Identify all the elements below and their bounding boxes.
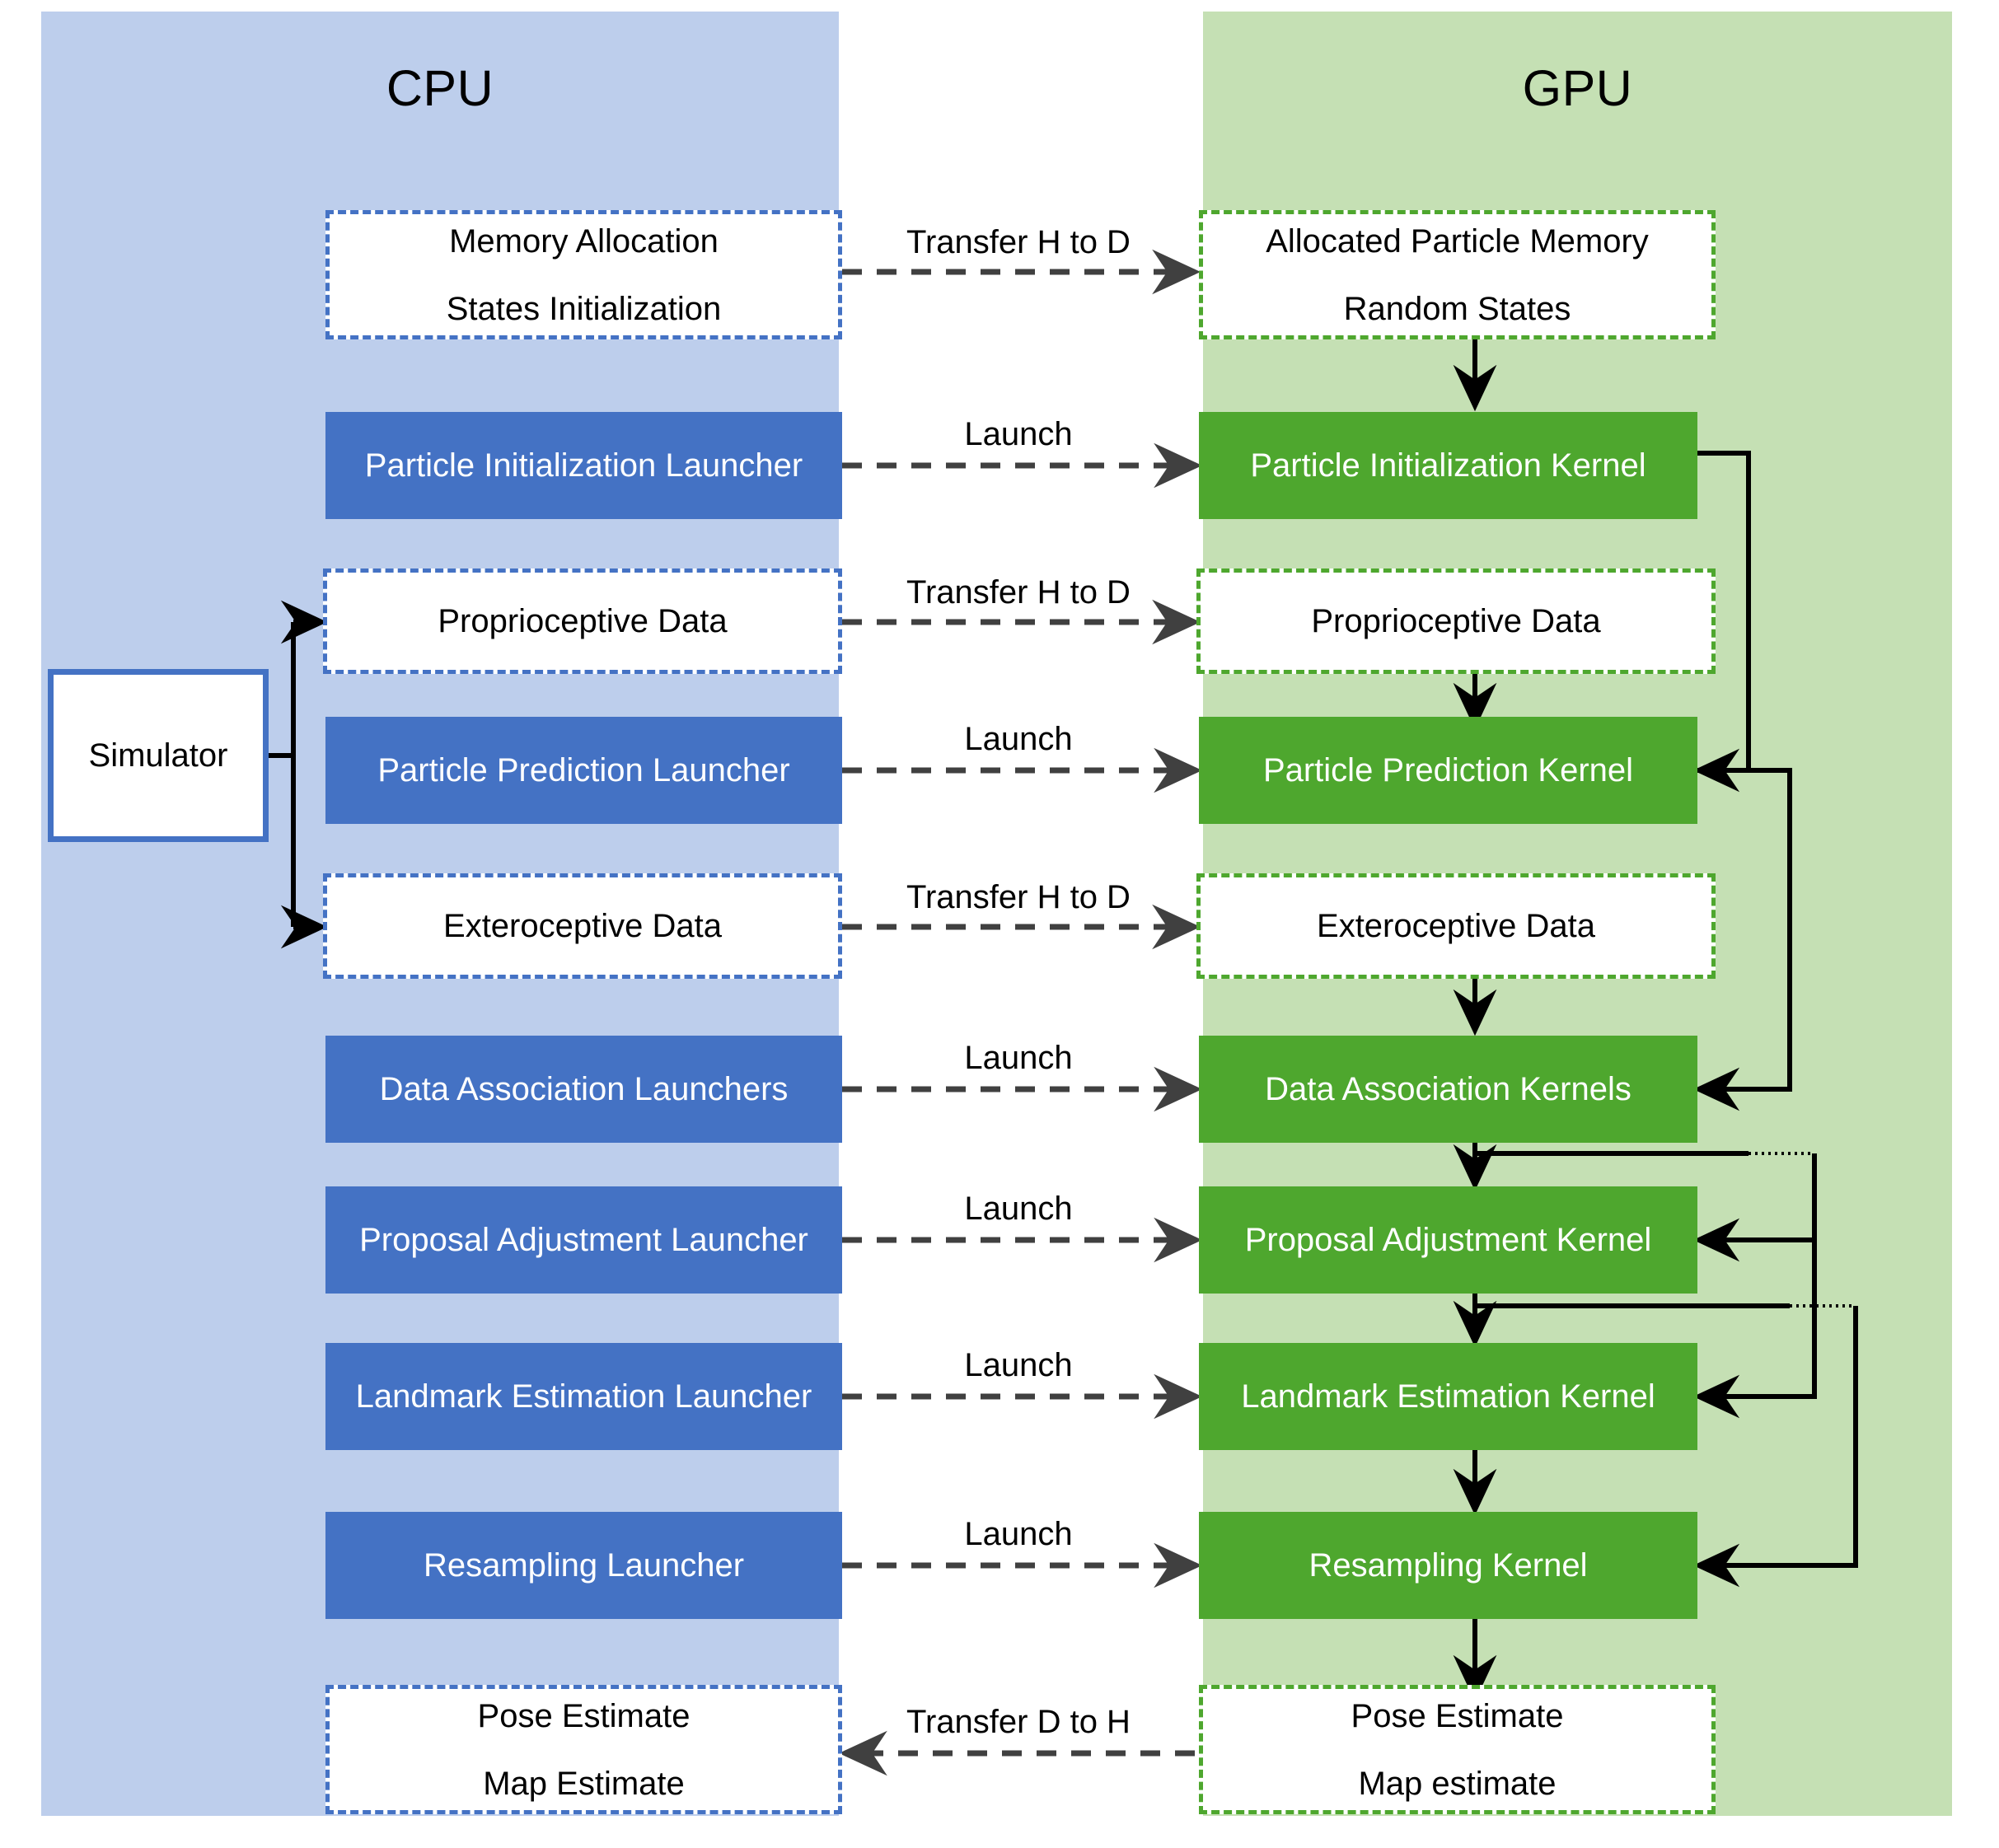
cpu-particle-prediction-launcher[interactable]: Particle Prediction Launcher: [325, 717, 842, 824]
cpu-data-association-launchers[interactable]: Data Association Launchers: [325, 1036, 842, 1143]
cpu-landmark-estimation-launcher[interactable]: Landmark Estimation Launcher: [325, 1343, 842, 1450]
cpu-memory-line-1: Memory Allocation: [449, 222, 719, 260]
gpu-landmark-estimation-kernel-label: Landmark Estimation Kernel: [1241, 1378, 1655, 1415]
cpu-proprioceptive-data-label: Proprioceptive Data: [438, 603, 728, 639]
gpu-estimate-box[interactable]: Pose Estimate Map estimate: [1199, 1685, 1716, 1814]
gpu-proprioceptive-data-label: Proprioceptive Data: [1311, 603, 1601, 639]
gpu-resampling-kernel[interactable]: Resampling Kernel: [1199, 1512, 1697, 1619]
edge-label-launch-6: Launch: [964, 1516, 1073, 1552]
gpu-allocated-memory-line-1: Allocated Particle Memory: [1266, 222, 1649, 260]
cpu-landmark-estimation-launcher-label: Landmark Estimation Launcher: [355, 1378, 812, 1415]
cpu-exteroceptive-data-box[interactable]: Exteroceptive Data: [323, 873, 842, 979]
cpu-panel-title: CPU: [386, 60, 494, 116]
simulator-label: Simulator: [88, 737, 228, 774]
gpu-map-estimate-label: Map estimate: [1358, 1765, 1557, 1802]
gpu-particle-prediction-kernel[interactable]: Particle Prediction Kernel: [1199, 717, 1697, 824]
gpu-exteroceptive-data-label: Exteroceptive Data: [1317, 908, 1595, 944]
edge-label-transfer-h-to-d-1: Transfer H to D: [906, 224, 1131, 260]
gpu-data-association-kernels[interactable]: Data Association Kernels: [1199, 1036, 1697, 1143]
gpu-particle-prediction-kernel-label: Particle Prediction Kernel: [1262, 752, 1634, 788]
edge-label-transfer-d-to-h: Transfer D to H: [906, 1704, 1131, 1740]
gpu-landmark-estimation-kernel[interactable]: Landmark Estimation Kernel: [1199, 1343, 1697, 1450]
edge-label-transfer-h-to-d-3: Transfer H to D: [906, 879, 1131, 915]
cpu-particle-prediction-launcher-label: Particle Prediction Launcher: [377, 752, 790, 788]
gpu-resampling-kernel-label: Resampling Kernel: [1308, 1547, 1588, 1584]
cpu-proposal-adjustment-launcher-label: Proposal Adjustment Launcher: [359, 1222, 808, 1258]
cpu-resampling-launcher[interactable]: Resampling Launcher: [325, 1512, 842, 1619]
cpu-particle-initialization-launcher[interactable]: Particle Initialization Launcher: [325, 412, 842, 519]
gpu-particle-initialization-kernel[interactable]: Particle Initialization Kernel: [1199, 412, 1697, 519]
cpu-map-estimate-label: Map Estimate: [483, 1765, 685, 1802]
cpu-particle-initialization-launcher-label: Particle Initialization Launcher: [364, 447, 803, 484]
cpu-memory-line-2: States Initialization: [446, 290, 722, 327]
gpu-pose-estimate-label: Pose Estimate: [1351, 1697, 1564, 1734]
gpu-data-association-kernels-label: Data Association Kernels: [1265, 1071, 1632, 1107]
cpu-proprioceptive-data-box[interactable]: Proprioceptive Data: [323, 568, 842, 674]
cpu-memory-allocation-box[interactable]: Memory Allocation States Initialization: [325, 210, 842, 339]
edge-label-transfer-h-to-d-2: Transfer H to D: [906, 574, 1131, 611]
edge-label-launch-4: Launch: [964, 1191, 1073, 1227]
cpu-estimate-box[interactable]: Pose Estimate Map Estimate: [325, 1685, 842, 1814]
cpu-exteroceptive-data-label: Exteroceptive Data: [443, 908, 722, 944]
cpu-data-association-launchers-label: Data Association Launchers: [379, 1071, 789, 1107]
gpu-proprioceptive-data-box[interactable]: Proprioceptive Data: [1196, 568, 1716, 674]
gpu-allocated-memory-box[interactable]: Allocated Particle Memory Random States: [1199, 210, 1716, 339]
gpu-proposal-adjustment-kernel-label: Proposal Adjustment Kernel: [1244, 1222, 1652, 1258]
gpu-allocated-memory-line-2: Random States: [1343, 290, 1571, 327]
edge-label-launch-3: Launch: [964, 1040, 1073, 1076]
edge-label-launch-5: Launch: [964, 1347, 1073, 1383]
cpu-proposal-adjustment-launcher[interactable]: Proposal Adjustment Launcher: [325, 1186, 842, 1294]
gpu-panel-title: GPU: [1522, 60, 1633, 116]
edge-label-launch-1: Launch: [964, 416, 1073, 452]
cpu-pose-estimate-label: Pose Estimate: [477, 1697, 691, 1734]
cpu-resampling-launcher-label: Resampling Launcher: [423, 1547, 745, 1584]
simulator-box[interactable]: Simulator: [48, 669, 269, 842]
gpu-exteroceptive-data-box[interactable]: Exteroceptive Data: [1196, 873, 1716, 979]
gpu-particle-initialization-kernel-label: Particle Initialization Kernel: [1250, 447, 1646, 484]
edge-label-launch-2: Launch: [964, 721, 1073, 757]
gpu-proposal-adjustment-kernel[interactable]: Proposal Adjustment Kernel: [1199, 1186, 1697, 1294]
